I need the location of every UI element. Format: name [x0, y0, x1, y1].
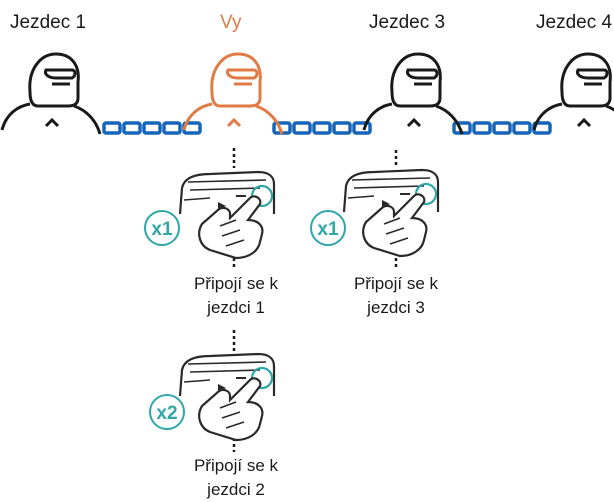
rider-1-label: Jezdec 1: [10, 12, 87, 33]
intercom-device-press-once-1: [178, 170, 276, 260]
rider-3-icon: [362, 52, 464, 136]
caption-line: jezdci 1: [207, 298, 265, 317]
caption-line: jezdci 3: [367, 298, 425, 317]
intercom-device-press-once-3: [342, 168, 440, 258]
you-label: Vy: [220, 12, 242, 33]
caption-line: jezdci 2: [207, 480, 265, 499]
svg-text:x2: x2: [156, 403, 177, 424]
caption-line: Připojí se k: [193, 274, 279, 293]
caption-join-rider-1: Připojí se k jezdci 1: [161, 272, 311, 320]
caption-line: Připojí se k: [193, 456, 279, 475]
caption-join-rider-3: Připojí se k jezdci 3: [321, 272, 471, 320]
rider-1-icon: [0, 52, 102, 136]
svg-text:x1: x1: [151, 219, 173, 240]
rider-4-label: Jezdec 4: [536, 12, 613, 33]
svg-text:x1: x1: [317, 219, 339, 240]
press-count-badge-3: x1: [310, 210, 346, 246]
press-count-badge-2: x2: [149, 394, 185, 430]
caption-join-rider-2: Připojí se k jezdci 2: [161, 454, 311, 502]
caption-line: Připojí se k: [353, 274, 439, 293]
press-count-badge-1: x1: [144, 210, 180, 246]
chain-link-2-3: [272, 121, 372, 135]
intercom-device-press-twice: [178, 352, 276, 442]
rider-3-label: Jezdec 3: [369, 12, 446, 33]
